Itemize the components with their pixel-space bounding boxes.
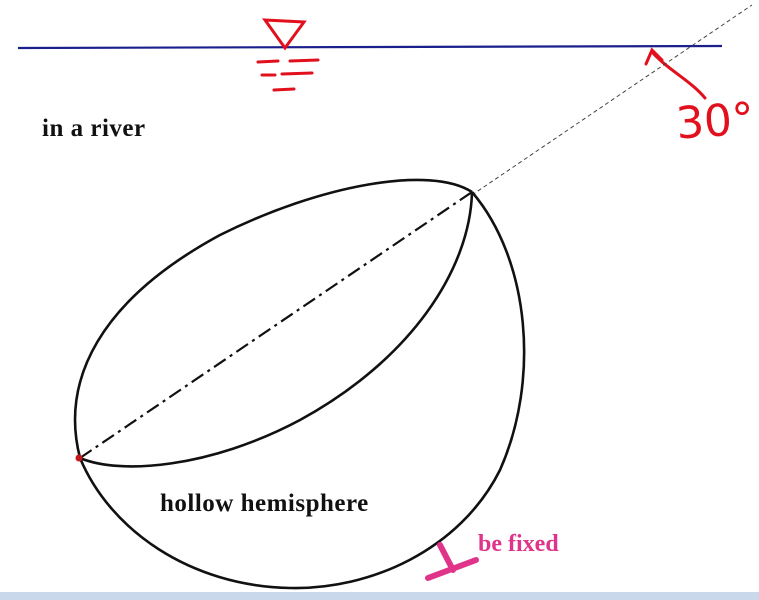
angle-label: 30° [674, 93, 756, 150]
rim-diameter-line [79, 191, 473, 459]
water-surface-line [17, 44, 723, 50]
support-label: be fixed [478, 531, 559, 557]
inverted-triangle-water-icon [256, 18, 320, 92]
angle-arc-arrow [644, 47, 707, 100]
axis-extension-line [471, 4, 753, 196]
fixed-support-icon [425, 542, 479, 581]
hemisphere-rim-inner [79, 191, 474, 468]
hemisphere-rim-outer [73, 178, 473, 459]
location-label: in a river [42, 115, 146, 142]
hemisphere-bowl [78, 191, 526, 590]
bottom-border-strip [0, 592, 759, 600]
pivot-point [75, 454, 83, 462]
object-label: hollow hemisphere [160, 490, 369, 517]
